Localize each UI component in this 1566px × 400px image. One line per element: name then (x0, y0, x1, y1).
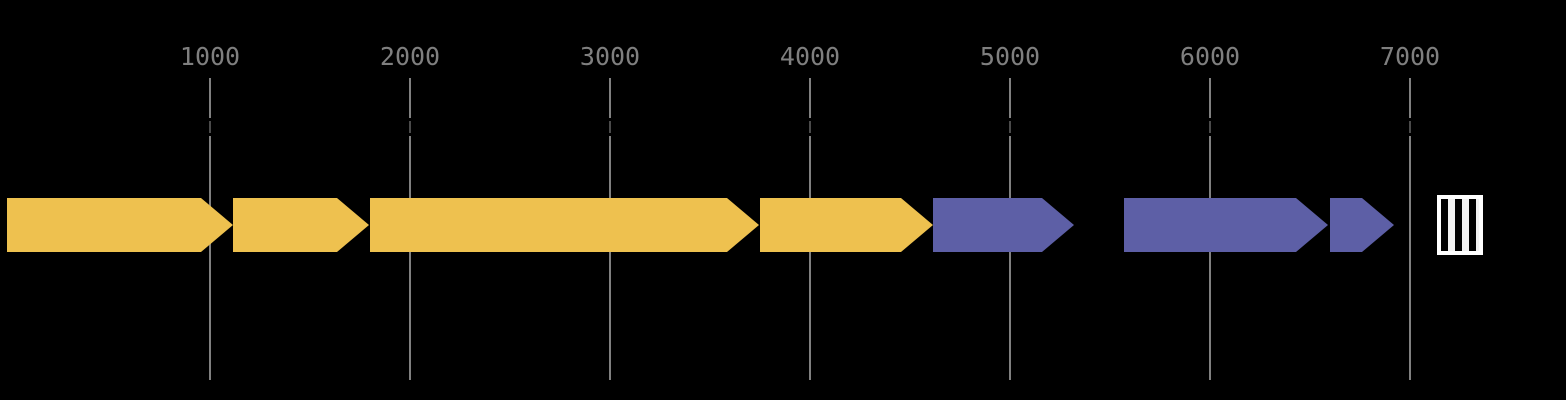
axis-gridline-break (609, 118, 611, 136)
striped-feature[interactable] (1437, 195, 1483, 255)
axis-tick-label: 4000 (779, 42, 841, 71)
gene-arrow-feature[interactable] (1330, 198, 1394, 252)
axis-gridline-break (409, 118, 411, 136)
arrow-right-icon (933, 198, 1074, 252)
axis-gridline (1409, 78, 1411, 380)
axis-gridline-break (209, 118, 211, 136)
axis-gridline-break (1009, 118, 1011, 136)
axis-tick-label: 3000 (579, 42, 641, 71)
axis-gridline-break (1409, 118, 1411, 136)
axis-tick-label: 2000 (379, 42, 441, 71)
gene-arrow-feature[interactable] (760, 198, 933, 252)
axis-tick-label: 1000 (179, 42, 241, 71)
arrow-right-icon (7, 198, 233, 252)
axis-tick-label: 7000 (1379, 42, 1441, 71)
arrow-right-icon (370, 198, 759, 252)
arrow-right-icon (1330, 198, 1394, 252)
gene-arrow-feature[interactable] (933, 198, 1074, 252)
gene-arrow-feature[interactable] (7, 198, 233, 252)
gene-arrow-feature[interactable] (233, 198, 369, 252)
axis-gridline-break (1209, 118, 1211, 136)
arrow-right-icon (760, 198, 933, 252)
axis-gridline-break (809, 118, 811, 136)
gene-arrow-feature[interactable] (1124, 198, 1328, 252)
axis-tick-label: 6000 (1179, 42, 1241, 71)
stripe-pattern (1441, 199, 1479, 251)
arrow-right-icon (233, 198, 369, 252)
axis-tick-label: 5000 (979, 42, 1041, 71)
gene-arrow-feature[interactable] (370, 198, 759, 252)
arrow-right-icon (1124, 198, 1328, 252)
